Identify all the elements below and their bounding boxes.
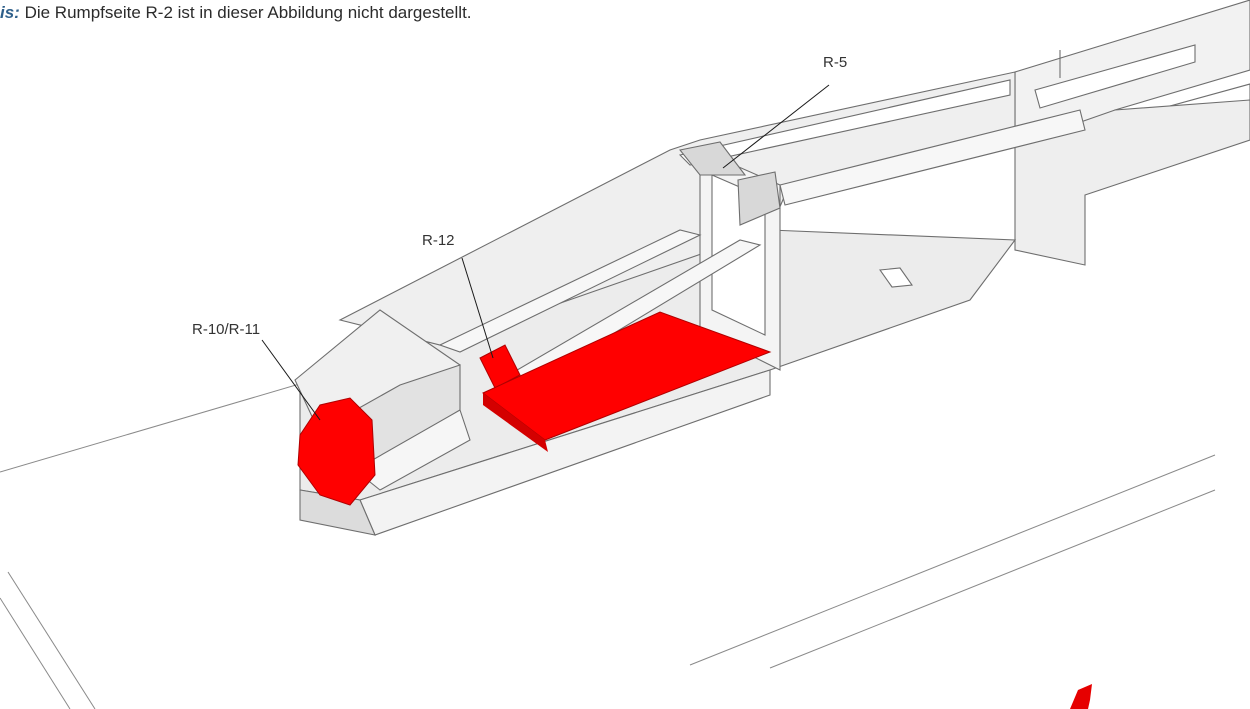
work-surface bbox=[0, 374, 1216, 709]
bottom-right-red-mark bbox=[1070, 684, 1092, 709]
leader-lines bbox=[261, 84, 830, 421]
label-r12: R-12 bbox=[422, 232, 455, 249]
part-r12 bbox=[479, 344, 521, 389]
label-r5: R-5 bbox=[823, 54, 847, 71]
label-r10-r11: R-10/R-11 bbox=[192, 321, 260, 338]
battery-tray-edge bbox=[483, 393, 548, 452]
stringers bbox=[438, 109, 1086, 391]
highlighted-parts bbox=[297, 311, 1092, 709]
note-emphasis: is: bbox=[0, 3, 20, 22]
figure-note: is: Die Rumpfseite R-2 ist in dieser Abb… bbox=[0, 0, 472, 26]
note-text: Die Rumpfseite R-2 ist in dieser Abbildu… bbox=[19, 3, 472, 22]
fuselage-rear-frame bbox=[1014, 0, 1250, 266]
part-r10-r11 bbox=[297, 397, 376, 506]
